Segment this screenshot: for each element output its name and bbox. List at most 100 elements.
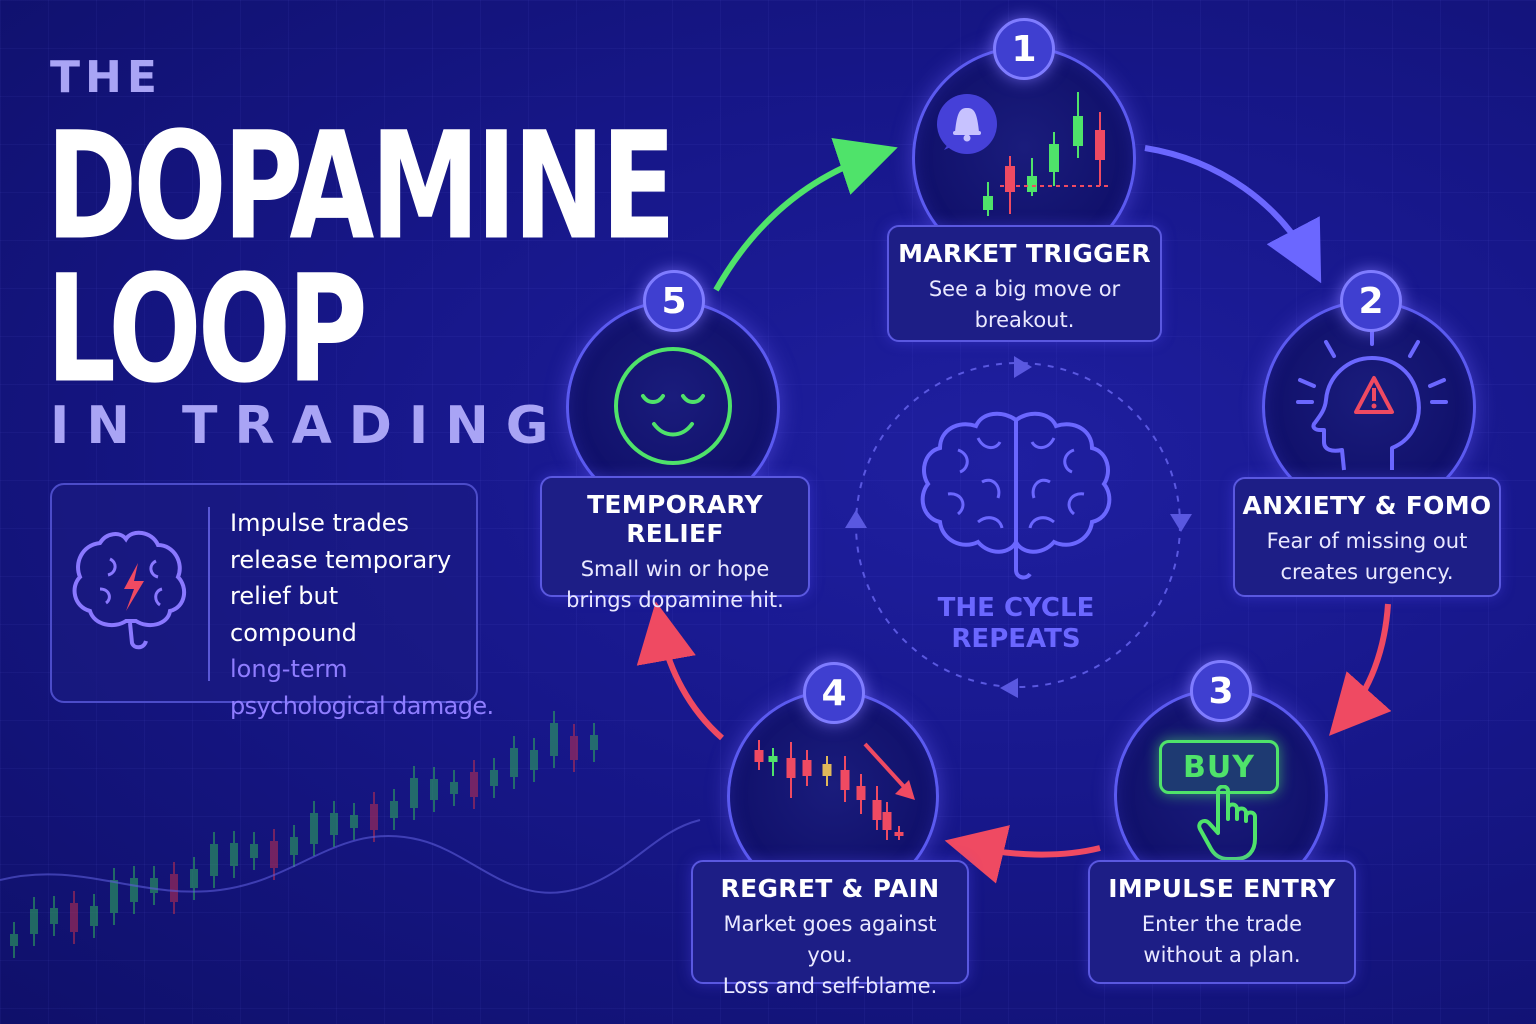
step-3-desc-line: Enter the trade [1141, 912, 1303, 936]
step1-candle [1095, 130, 1105, 160]
bg-candle [210, 844, 218, 876]
step4-candle [894, 832, 904, 836]
info-line: release temporary [230, 545, 452, 574]
step4-candle [882, 812, 892, 830]
ring-arrow-right [1170, 514, 1192, 532]
smiley-face-icon [614, 347, 732, 465]
step-2-desc: Fear of missing out creates urgency. [1235, 526, 1499, 588]
bg-candle [30, 909, 38, 934]
bg-candle [370, 804, 378, 830]
bg-candle [190, 869, 198, 888]
info-text: Impulse trades release temporary relief … [230, 505, 494, 724]
info-highlight-line: psychological damage. [230, 691, 494, 720]
bg-candle [310, 813, 318, 844]
buy-button-icon: BUY [1159, 740, 1279, 794]
info-divider [208, 507, 210, 681]
step-3-box: IMPULSE ENTRY Enter the trade without a … [1088, 860, 1356, 984]
title-dopamine: DOPAMINE [46, 99, 676, 273]
bg-candle [590, 735, 598, 750]
bg-candle [250, 844, 258, 858]
bg-candle [70, 903, 78, 932]
step-3-desc-line: without a plan. [1143, 943, 1301, 967]
title-the: THE [50, 52, 162, 103]
step-1-desc-line: See a big move or [928, 277, 1121, 301]
bg-candle [150, 878, 158, 893]
center-line2: REPEATS [951, 624, 1081, 654]
step-2-desc-line: creates urgency. [1280, 560, 1454, 584]
step4-candle [786, 758, 796, 778]
info-line: relief but compound [230, 582, 357, 647]
step-4-desc-line: Loss and self-blame. [722, 974, 938, 998]
step-4-desc: Market goes against you. Loss and self-b… [693, 909, 967, 1002]
step-5-badge: 5 [643, 270, 705, 332]
arrow-1-to-2 [1144, 145, 1322, 284]
arrow-4-to-5 [636, 601, 724, 741]
bg-candle [570, 736, 578, 760]
bg-candle [110, 880, 118, 913]
step4-candle [802, 760, 812, 776]
step4-candle [872, 800, 882, 820]
arrow-2-to-3 [1329, 603, 1392, 736]
bg-candle [510, 748, 518, 777]
info-highlight-line: long-term [230, 655, 348, 683]
bg-candle [430, 779, 438, 800]
bg-candle [90, 906, 98, 926]
bg-candle [390, 801, 398, 818]
brain-icon [920, 411, 1112, 580]
bg-candle [230, 843, 238, 866]
arrow-3-to-4 [944, 825, 1101, 884]
step-2-desc-line: Fear of missing out [1266, 529, 1468, 553]
step-2-title: ANXIETY & FOMO [1242, 491, 1492, 520]
info-box: Impulse trades release temporary relief … [50, 483, 494, 720]
step-1-desc-line: breakout. [974, 308, 1075, 332]
step-4-box: REGRET & PAIN Market goes against you. L… [691, 860, 969, 998]
step-4-title: REGRET & PAIN [720, 874, 940, 903]
bg-candle [130, 878, 138, 902]
step4-candle [822, 764, 832, 776]
step4-candle [840, 770, 850, 790]
bg-candle [270, 841, 278, 868]
step1-candle [1073, 116, 1083, 146]
step-5-box: TEMPORARY RELIEF Small win or hope bring… [540, 476, 810, 612]
step4-candle [754, 750, 764, 762]
step-2-box: ANXIETY & FOMO Fear of missing out creat… [1233, 477, 1501, 597]
candlestick-bell-icon [937, 92, 1108, 216]
bg-candle [10, 934, 18, 946]
step-5-desc: Small win or hope brings dopamine hit. [542, 554, 808, 616]
bg-candle [470, 772, 478, 797]
step4-candle [768, 756, 778, 762]
step-5-title: TEMPORARY RELIEF [587, 490, 763, 548]
step1-candle [1027, 176, 1037, 192]
step1-candle [1049, 144, 1059, 172]
title-subtitle: IN TRADING [50, 396, 566, 456]
step-5-desc-line: brings dopamine hit. [566, 588, 784, 612]
bg-candle [530, 750, 538, 770]
step1-candle [1005, 166, 1015, 192]
brain-lightning-icon [72, 530, 187, 650]
title-loop: LOOP [46, 242, 368, 416]
bg-candle [170, 874, 178, 902]
bg-candle [410, 778, 418, 808]
bg-candle [290, 837, 298, 855]
arrow-5-to-1 [713, 137, 898, 292]
info-line: Impulse trades [230, 509, 409, 537]
step-2-badge: 2 [1340, 270, 1402, 332]
pointing-hand-icon [1197, 785, 1257, 861]
bg-candle [490, 770, 498, 786]
step-4-desc-line: Market goes against you. [723, 912, 937, 967]
ring-arrow-top [1014, 356, 1032, 378]
bg-candle [330, 813, 338, 835]
bg-candle [350, 815, 358, 828]
step-3-badge: 3 [1190, 660, 1252, 722]
step-1-title: MARKET TRIGGER [898, 239, 1151, 268]
bg-candle [50, 908, 58, 924]
center-line1: THE CYCLE [937, 593, 1095, 623]
step-3-desc: Enter the trade without a plan. [1090, 909, 1354, 971]
bg-candle [550, 723, 558, 756]
step-3-title: IMPULSE ENTRY [1108, 874, 1336, 903]
ring-arrow-left [845, 510, 867, 528]
head-warning-icon [1296, 326, 1448, 471]
step1-candle [983, 196, 993, 210]
step-1-box: MARKET TRIGGER See a big move or breakou… [887, 225, 1162, 342]
